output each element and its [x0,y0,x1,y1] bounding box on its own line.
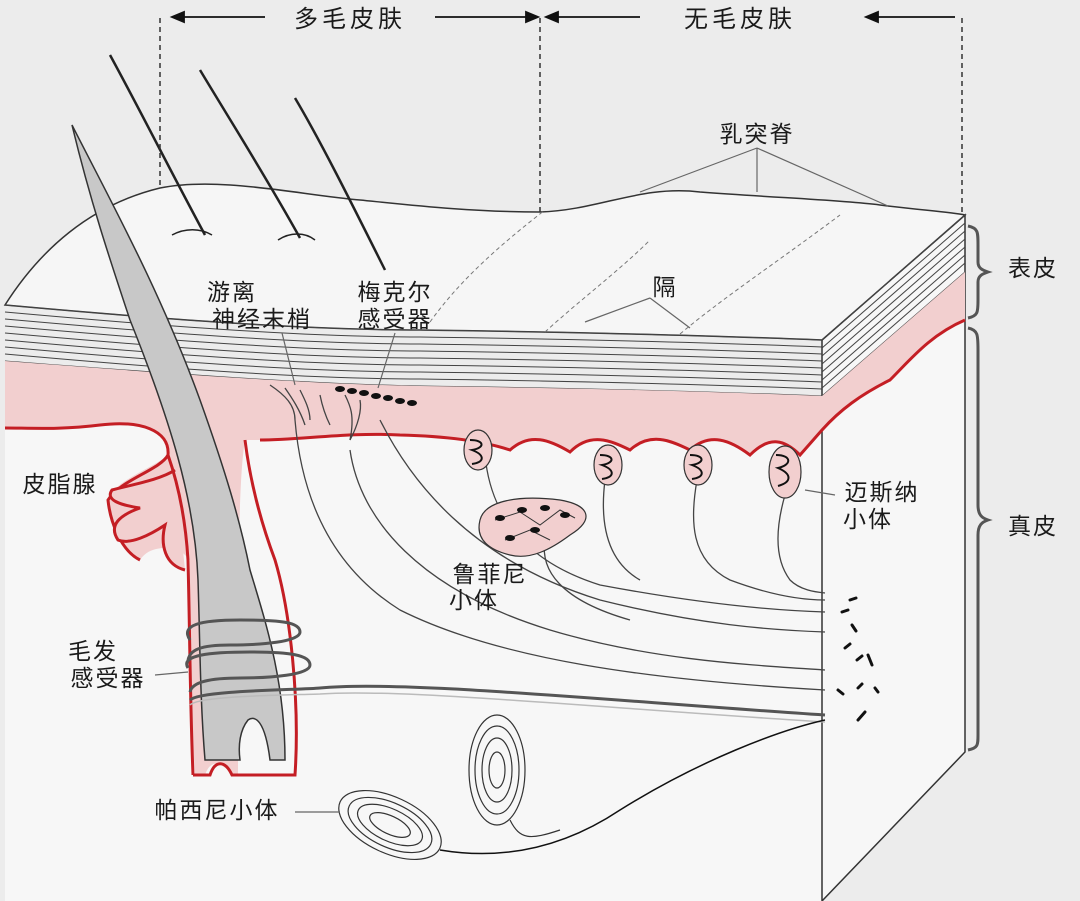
leader-lines [154,147,889,813]
label-meissner-2: 小体 [843,507,893,533]
label-free-nerve-1: 游离 [207,280,257,306]
merkel-discs [335,386,417,406]
sebaceous-gland-outline [108,468,186,572]
label-meissner-1: 迈斯纳 [845,480,920,506]
braces [967,224,993,752]
label-pacinian: 帕西尼小体 [155,798,280,824]
ruffini-corpuscle [478,497,587,557]
label-glabrous-skin: 无毛皮肤 [684,5,796,33]
top-arrows [169,10,955,24]
follicle-bottom [193,762,258,777]
label-hairy-skin: 多毛皮肤 [294,5,406,33]
label-epidermis: 表皮 [1008,256,1058,282]
label-hair-receptor-1: 毛发 [68,639,118,665]
pacinian-corpuscles [338,714,826,861]
basement-membrane [4,318,966,562]
side-pink [822,272,965,430]
label-ruffini-1: 鲁菲尼 [453,562,528,588]
label-free-nerve-2: 神经末梢 [212,307,312,333]
hairs [71,54,387,761]
meissner-corpuscles [463,429,802,499]
label-sebaceous: 皮脂腺 [23,472,98,498]
side-epidermis-layers [821,214,966,397]
main-hair-shaft [71,124,286,761]
label-papillary-ridges: 乳突脊 [720,122,795,148]
label-dermis: 真皮 [1008,514,1058,540]
label-ruffini-2: 小体 [449,588,499,614]
guide-lines [159,18,963,215]
label-merkel-1: 梅克尔 [358,280,433,306]
label-merkel-2: 感受器 [358,307,433,333]
septa-lines [429,209,841,335]
labels: 多毛皮肤 无毛皮肤 乳突脊 隔 表皮 真皮 游离 神经末梢 梅克尔 感受器 皮脂… [23,5,1058,824]
nerve-fragments [836,596,880,722]
follicle-sheath-right [243,439,298,777]
label-septa: 隔 [653,275,678,301]
nerve-fibers [269,384,826,691]
label-hair-receptor-2: 感受器 [71,666,146,692]
hair-receptor-coils [185,618,826,723]
follicle-sheath-left [166,454,195,776]
